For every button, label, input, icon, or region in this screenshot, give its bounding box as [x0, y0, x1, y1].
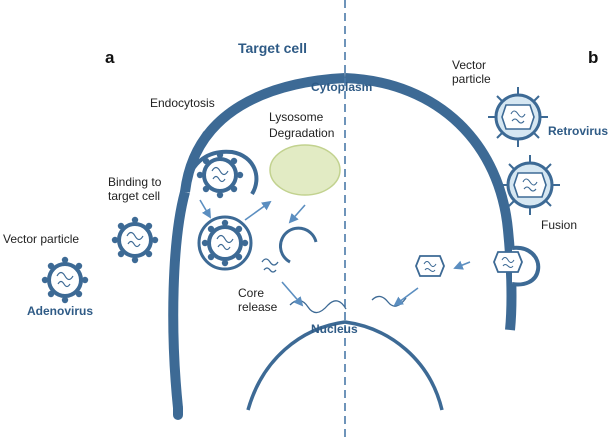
cell-membrane-right [344, 73, 517, 331]
vector-particle-right-line2: particle [452, 72, 491, 86]
retrovirus-label: Retrovirus [548, 124, 609, 138]
adenovirus-label: Adenovirus [27, 304, 94, 318]
retrovirus-core-fusing [493, 251, 523, 273]
endocytosis-label: Endocytosis [150, 96, 215, 110]
lysosome [269, 144, 341, 196]
degradation-label: Degradation [269, 126, 335, 140]
cytoplasm-label: Cytoplasm [311, 80, 373, 94]
vector-particle-right-line1: Vector [452, 58, 487, 72]
retrovirus-particle-2 [498, 153, 562, 217]
cell-membrane-left [180, 73, 346, 193]
panel-label-a: a [105, 48, 115, 67]
target-cell-label: Target cell [238, 40, 307, 56]
binding-label-line1: Binding to [108, 175, 162, 189]
nuclear-dna-left [289, 299, 347, 314]
adenovirus-particle-free [39, 254, 91, 306]
fusion-label: Fusion [541, 218, 578, 232]
nucleus-label: Nucleus [311, 322, 358, 336]
arrow-to-nucleus-right [393, 287, 419, 307]
cell-membrane-left-lower [168, 190, 190, 409]
nucleus-membrane [246, 320, 444, 411]
core-release-line2: release [238, 300, 278, 314]
retrovirus-core-cytoplasm [415, 255, 445, 277]
arrow-fusion-core [453, 260, 471, 270]
endocytosis-tip [202, 130, 212, 140]
panel-label-b: b [588, 48, 599, 67]
endocytosis-pocket [183, 149, 259, 196]
arrow-internalize [199, 199, 211, 219]
adenovirus-endosome [199, 217, 251, 269]
released-core-squiggle [261, 258, 279, 273]
arrow-degradation [288, 204, 306, 224]
vector-particle-left-label: Vector particle [3, 232, 80, 246]
endosome-membrane [197, 215, 253, 271]
binding-label-line2: target cell [108, 189, 161, 203]
arrow-core-release [281, 281, 304, 307]
core-release-line1: Core [238, 286, 265, 300]
degraded-capsid [279, 226, 318, 264]
arrow-to-lysosome [244, 200, 272, 221]
retrovirus-particle-1 [486, 85, 550, 149]
lysosome-label: Lysosome [269, 110, 324, 124]
adenovirus-particle-binding [109, 214, 161, 266]
adenovirus-particle-endocytosed [194, 149, 246, 201]
